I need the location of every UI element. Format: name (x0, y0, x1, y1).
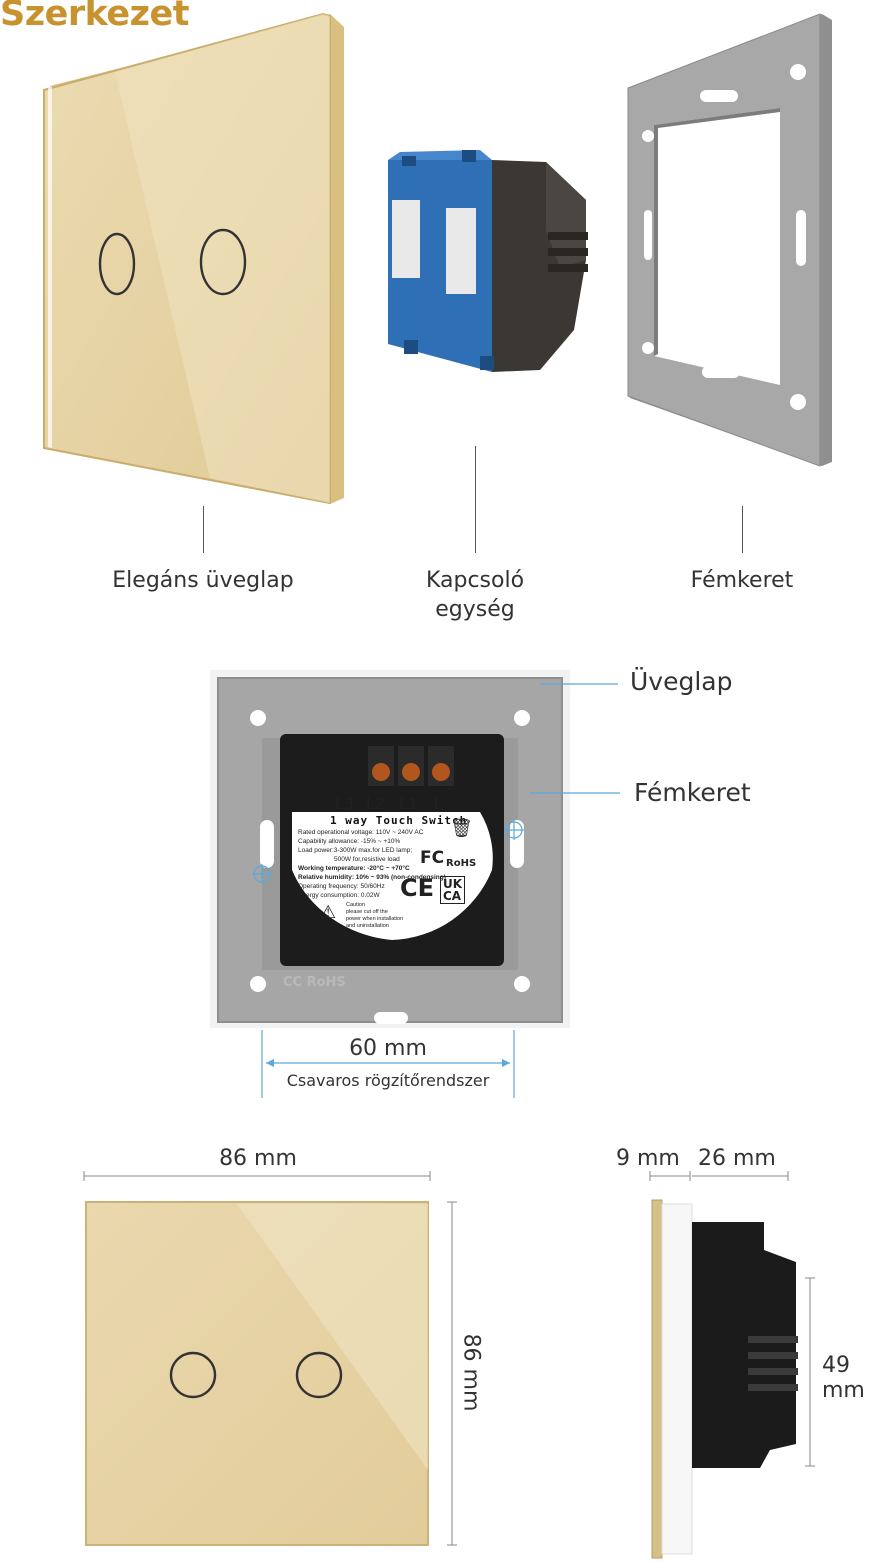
spec-line: Load power:3-300W max.for LED lamp; (298, 847, 413, 854)
caution-block: Caution please cut off the power when in… (346, 902, 403, 930)
screw-right-icon (504, 820, 524, 840)
frame-embossed-marks: CC RoHS (283, 975, 346, 990)
front-button-1-icon (169, 1351, 217, 1399)
callout-frame: Fémkeret (634, 778, 751, 807)
page-title: Szerkezet (0, 0, 190, 34)
label-frame: Fémkeret (690, 568, 794, 593)
spec-line: Relative humidity: 10% ~ 93% (non-conden… (298, 874, 446, 881)
screw-system-label: Csavaros rögzítőrendszer (286, 1071, 490, 1090)
front-button-2-icon (295, 1351, 343, 1399)
device-title: 1 way Touch Switch (330, 814, 468, 827)
dim-height: 86 mm (458, 1333, 484, 1412)
glass-leader-line (203, 506, 204, 553)
dim-glass-depth: 9 mm (616, 1146, 680, 1171)
dim-body-height: 49 mm (822, 1353, 865, 1403)
weee-bin-icon: 🗑 (450, 818, 473, 838)
spec-line: Working temperature: -20°C ~ +70°C (298, 865, 410, 872)
spec-list: Rated operational voltage: 110V ~ 240V A… (298, 828, 448, 900)
spec-line: 500W for,resistive load (334, 856, 400, 863)
screw-left-icon (252, 864, 272, 884)
spec-line: Operating frequency: 50/60Hz (298, 883, 385, 890)
label-glass: Elegáns üveglap (112, 568, 294, 593)
label-switch-line1: Kapcsoló (425, 568, 525, 593)
callout-glass: Üveglap (630, 667, 733, 696)
metal-frame-illustration (627, 13, 832, 467)
spec-line: Capability allowance: -15% ~ +10% (298, 838, 401, 845)
screw-distance: 60 mm (349, 1036, 427, 1061)
ukca-top: UK (443, 877, 463, 891)
caution-line: please cut off the (346, 909, 388, 915)
touch-button-1-icon (98, 232, 136, 296)
spec-line: Rated operational voltage: 110V ~ 240V A… (298, 829, 424, 836)
glass-panel-illustration (43, 12, 344, 505)
caution-line: Caution (346, 902, 365, 908)
label-switch-line2: egység (435, 597, 515, 622)
caution-line: power when installation (346, 916, 404, 922)
dim-width: 86 mm (219, 1146, 297, 1171)
spec-line: Energy consumption: 0.02W (298, 892, 380, 899)
label-switch-unit: Kapcsoló egység (395, 566, 555, 624)
dim-body-depth: 26 mm (698, 1146, 776, 1171)
ukca-bottom: CA (443, 889, 462, 903)
fc-mark: FC (420, 848, 445, 868)
caution-line: and uninstallation (346, 923, 389, 929)
rohs-mark: RoHS (446, 858, 477, 869)
terminal-label-l2: L2 (366, 794, 386, 813)
frame-leader-line (742, 506, 743, 553)
touch-button-2-icon (199, 228, 247, 296)
warning-triangle-icon: ⚠ (320, 902, 337, 922)
back-view-illustration (210, 670, 620, 1098)
switch-leader-line (475, 446, 476, 553)
ukca-mark: UK CA (440, 876, 466, 904)
terminal-label-l: L (434, 794, 443, 813)
terminal-label-l3: L3 (335, 794, 355, 813)
switch-unit-illustration (388, 150, 588, 372)
ce-mark: CE (400, 874, 435, 902)
terminal-label-l1: L1 (399, 794, 419, 813)
